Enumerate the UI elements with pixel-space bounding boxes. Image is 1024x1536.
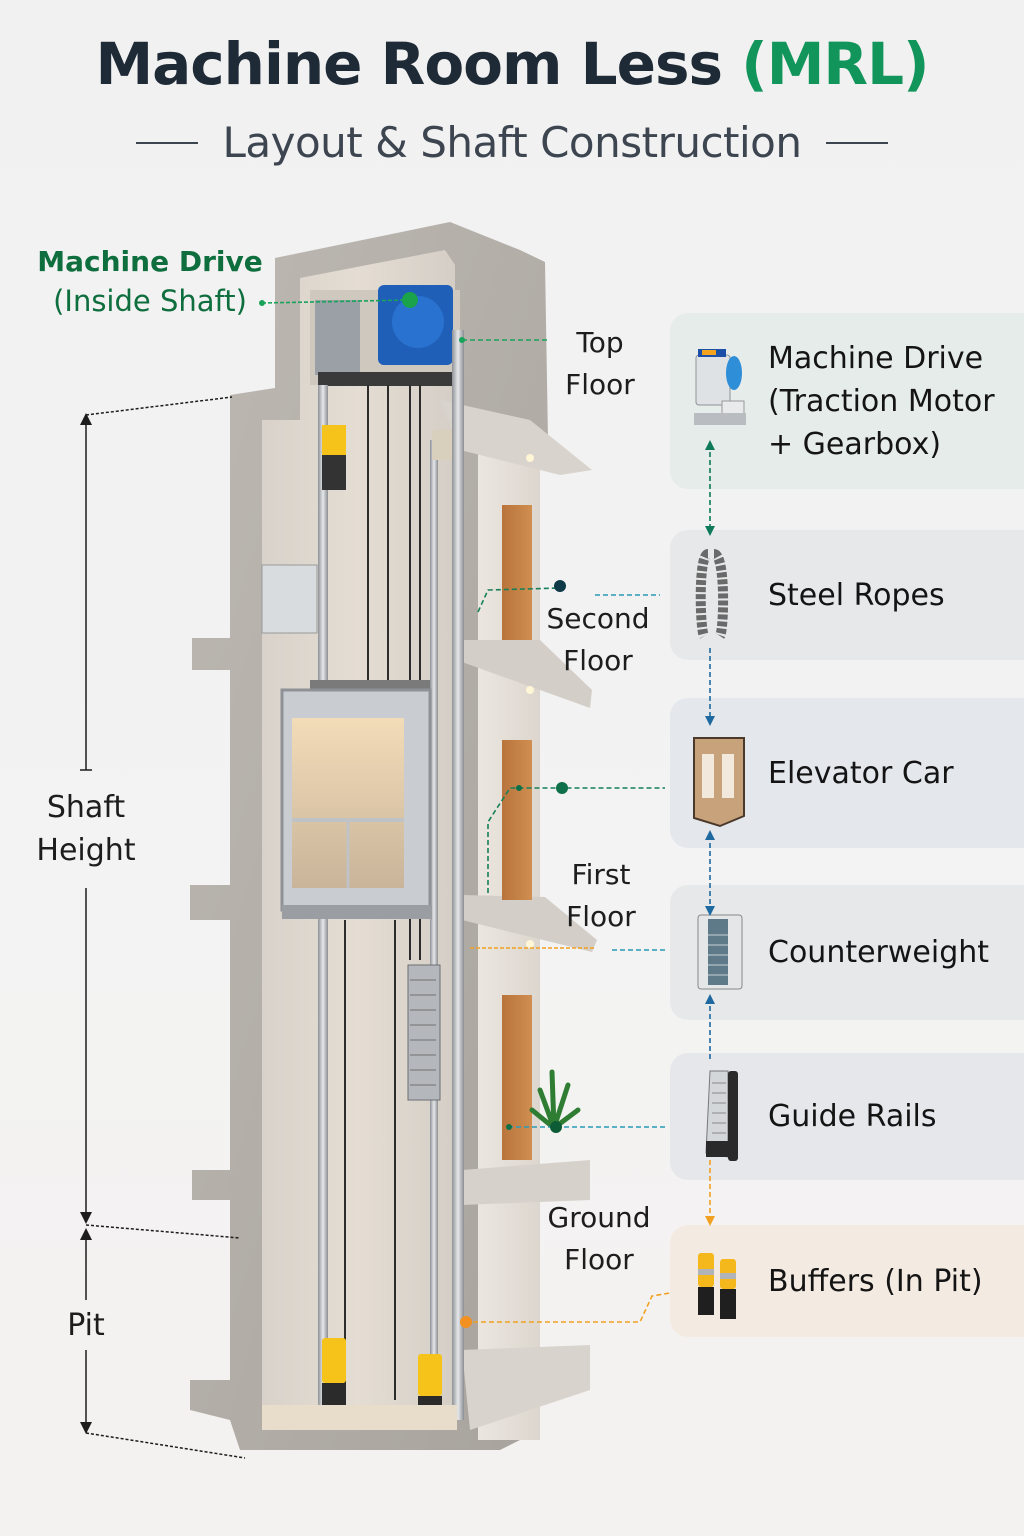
connector-arrowheads [705, 440, 715, 1226]
floor-label-line: First [571, 858, 631, 891]
component-label-line: Steel Ropes [768, 577, 945, 613]
second-floor-door [502, 505, 532, 640]
leader-lines [261, 299, 671, 1323]
first-floor-slab [462, 895, 597, 952]
callout-title: Machine Drive [37, 245, 263, 278]
floor-label-second: Second Floor [538, 598, 658, 682]
control-box [261, 564, 318, 634]
floor-label-line: Floor [565, 368, 635, 401]
ground-floor-slab [462, 1160, 590, 1205]
steel-rope-icon [678, 530, 758, 660]
elevator-car-icon [678, 698, 758, 848]
floor-label-line: Floor [566, 900, 636, 933]
component-label-line: Buffers (In Pit) [768, 1263, 983, 1299]
component-label: Elevator Car [768, 752, 954, 795]
component-label-line: Elevator Car [768, 755, 954, 791]
component-label-line: Guide Rails [768, 1099, 937, 1134]
component-card-buffers: Buffers (In Pit) [670, 1225, 1024, 1337]
floor-label-line: Floor [564, 1243, 634, 1276]
dimension-lines [80, 396, 246, 1459]
leader-buffers [465, 1292, 671, 1323]
ground-floor-door [502, 995, 532, 1160]
callout-subtitle: (Inside Shaft) [53, 284, 247, 318]
elevator-car-illustration [280, 680, 432, 919]
machine-drive-callout: Machine Drive (Inside Shaft) [30, 245, 270, 318]
buffer-icon [678, 1225, 758, 1337]
dimension-arrowheads [80, 413, 92, 1434]
pit-buffers-illustration [262, 1338, 457, 1430]
leader-first-floor [487, 787, 665, 893]
shaft-height-label: Shaft Height [16, 786, 156, 872]
pit-label: Pit [67, 1308, 105, 1343]
upper-buffer [322, 425, 346, 455]
subtitle-rule-right [825, 141, 888, 144]
component-card-guide-rails: Guide Rails [670, 1053, 1024, 1180]
counterweight-illustration [407, 964, 441, 1101]
component-label: Guide Rails [768, 1095, 937, 1138]
leader-second-floor [477, 587, 561, 613]
component-label: Counterweight [768, 931, 989, 974]
page-subtitle: Layout & Shaft Construction [222, 118, 802, 167]
dim-label-line: Shaft [46, 790, 126, 825]
leader-dots [259, 293, 568, 1328]
machine-drive-illustration [315, 285, 458, 386]
floor-label-line: Floor [563, 644, 633, 677]
building-facade [440, 400, 597, 1440]
title-main: Machine Room Less [95, 30, 723, 98]
component-label: Buffers (In Pit) [768, 1260, 983, 1303]
counterweight-icon [678, 885, 758, 1020]
component-label: Machine Drive (Traction Motor + Gearbox) [768, 337, 995, 466]
subtitle-rule-left [136, 141, 199, 144]
plant-icon [529, 1069, 581, 1162]
floor-label-line: Top [576, 326, 624, 359]
page-title: Machine Room Less (MRL) [0, 30, 1024, 98]
top-floor-slab [440, 400, 592, 475]
floor-label-top: Top Floor [540, 322, 660, 406]
subtitle-row: Layout & Shaft Construction [0, 118, 1024, 167]
floor-label-line: Ground [547, 1201, 651, 1234]
floor-label-first: First Floor [541, 854, 661, 938]
component-card-machine-drive: Machine Drive (Traction Motor + Gearbox) [670, 313, 1024, 489]
component-card-counterweight: Counterweight [670, 885, 1024, 1020]
floor-label-line: Second [546, 602, 650, 635]
traction-motor-icon [678, 313, 758, 489]
card-connectors [705, 440, 715, 1226]
title-accent: (MRL) [741, 30, 929, 98]
component-label-line: Machine Drive [768, 340, 984, 376]
component-label: Steel Ropes [768, 574, 945, 617]
leader-machine-drive [261, 299, 411, 304]
second-floor-slab [462, 640, 592, 708]
first-floor-door [502, 740, 532, 900]
component-card-steel-ropes: Steel Ropes [670, 530, 1024, 660]
component-label-line: + Gearbox) [768, 426, 942, 462]
dim-label-line: Height [36, 833, 136, 868]
guide-rail-icon [678, 1053, 758, 1180]
component-label-line: (Traction Motor [768, 383, 995, 419]
pit-slab [462, 1345, 590, 1430]
component-card-elevator-car: Elevator Car [670, 698, 1024, 848]
component-label-line: Counterweight [768, 935, 990, 970]
floor-label-ground: Ground Floor [539, 1197, 659, 1281]
